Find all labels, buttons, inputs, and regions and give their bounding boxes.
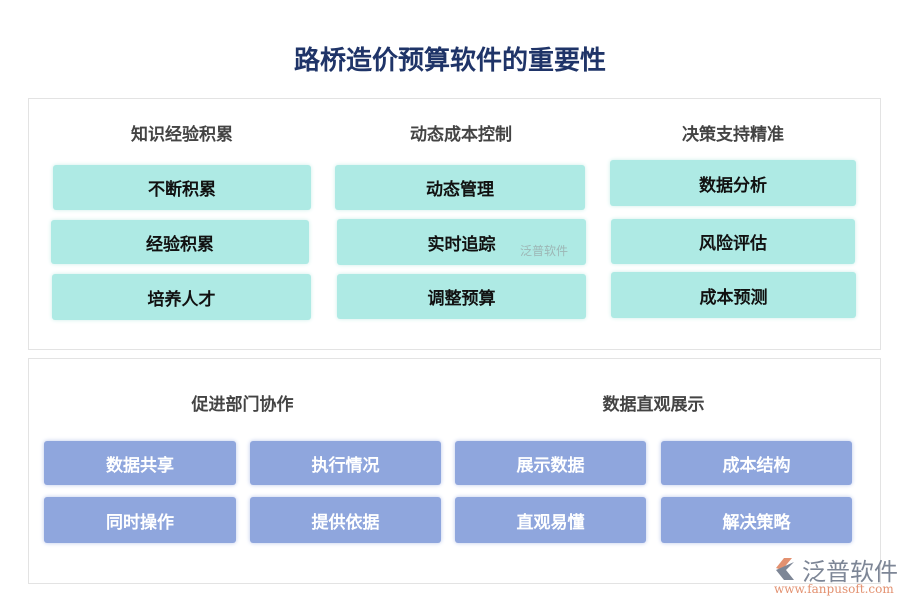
section-header: 动态成本控制: [410, 125, 512, 145]
logo-name: 泛普软件: [802, 558, 898, 586]
logo-url: www.fanpusoft.com: [774, 582, 894, 596]
item-box: 执行情况: [250, 441, 441, 485]
item-box: 数据分析: [610, 160, 856, 206]
item-box: 动态管理: [335, 165, 585, 210]
item-box: 调整预算: [337, 274, 586, 319]
item-box: 数据共享: [44, 441, 236, 485]
item-box: 提供依据: [250, 497, 441, 543]
item-box: 直观易懂: [455, 497, 646, 543]
section-header: 决策支持精准: [682, 125, 784, 145]
logo-icon: [776, 558, 794, 580]
item-box: 风险评估: [611, 219, 855, 264]
item-box: 同时操作: [44, 497, 236, 543]
section-header: 数据直观展示: [602, 395, 705, 415]
item-box: 展示数据: [455, 441, 646, 485]
item-box: 成本预测: [611, 272, 856, 318]
section-header: 促进部门协作: [191, 395, 294, 415]
item-box: 成本结构: [661, 441, 852, 485]
section-header: 知识经验积累: [131, 125, 233, 145]
item-box: 实时追踪: [337, 219, 586, 265]
item-box: 解决策略: [661, 497, 852, 543]
page-title: 路桥造价预算软件的重要性: [293, 46, 606, 76]
watermark: 泛普软件: [520, 244, 569, 258]
item-box: 不断积累: [53, 165, 311, 210]
item-box: 经验积累: [51, 220, 309, 264]
item-box: 培养人才: [52, 274, 311, 320]
